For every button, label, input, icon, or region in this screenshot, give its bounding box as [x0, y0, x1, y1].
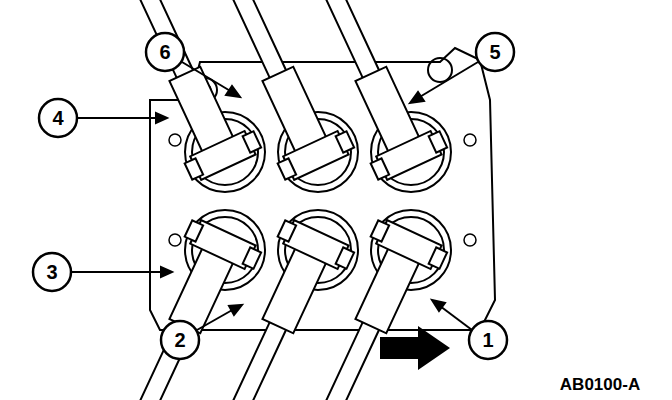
callout-number: 4 [52, 108, 63, 128]
callout-number: 5 [489, 42, 500, 62]
callout-number: 2 [174, 330, 185, 350]
callout-number: 3 [46, 262, 57, 282]
figure-code: AB0100-A [560, 376, 640, 393]
callout-number: 1 [482, 330, 493, 350]
callout-number: 6 [159, 42, 170, 62]
